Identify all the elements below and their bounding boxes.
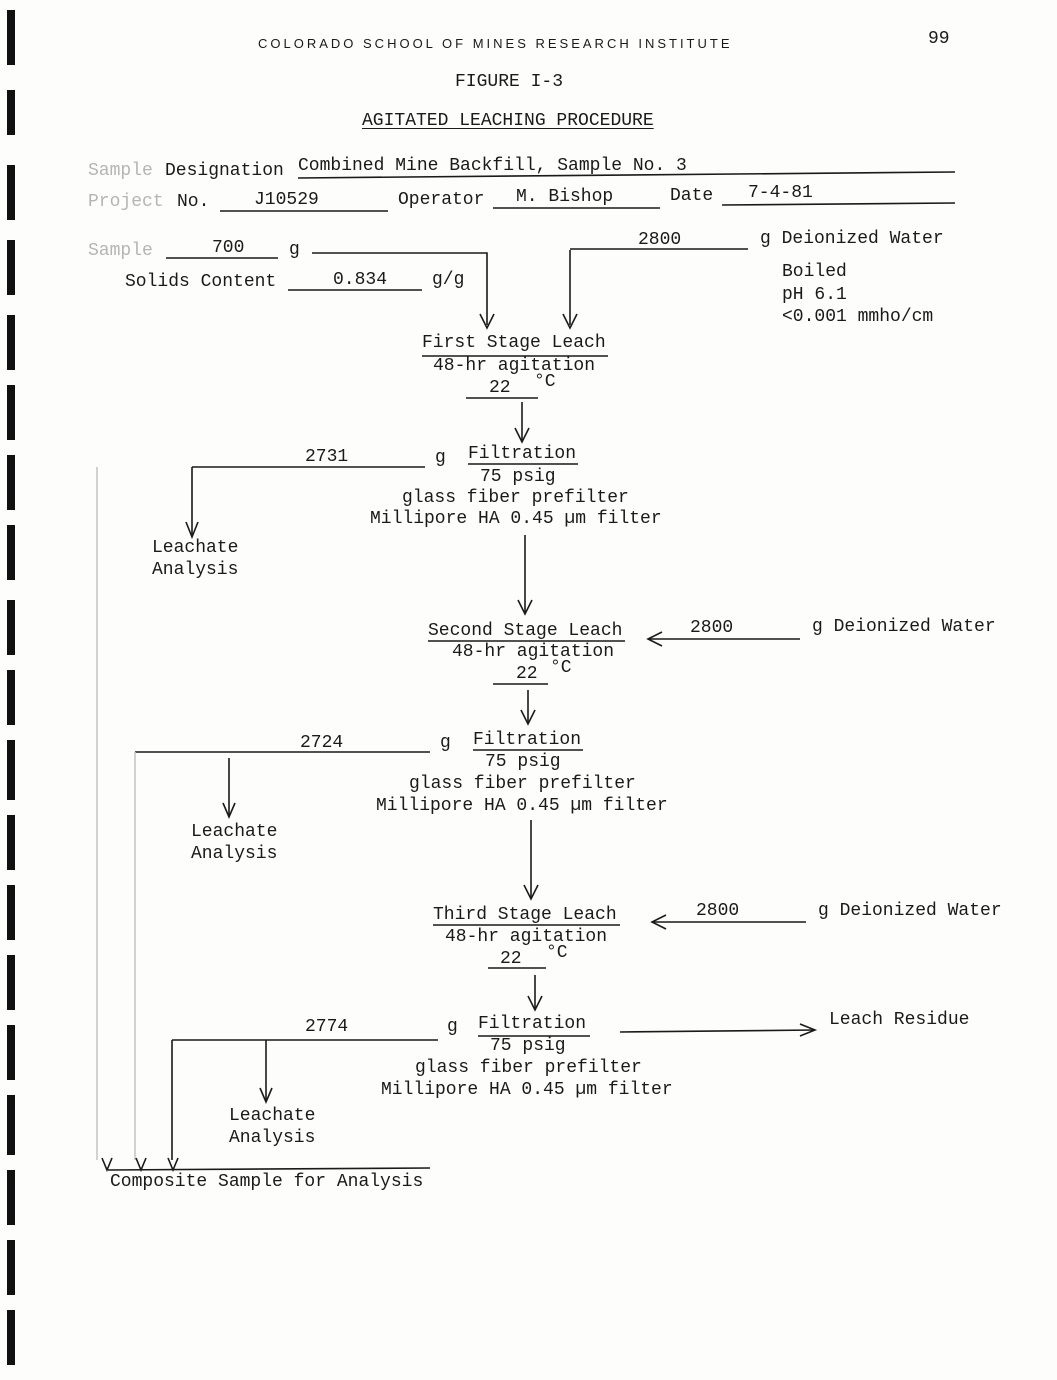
binding-mark — [7, 1025, 15, 1080]
filtration2-pressure: 75 psig — [485, 752, 561, 772]
filtration1-filter: Millipore HA 0.45 µm filter — [370, 509, 662, 529]
composite-sample: Composite Sample for Analysis — [110, 1172, 424, 1192]
stage2-agitation: 48-hr agitation — [452, 642, 615, 662]
stage3-temp-unit: °C — [546, 943, 568, 963]
binding-mark — [7, 1240, 15, 1295]
water-boiled: Boiled — [782, 262, 847, 282]
filtration2-filter: Millipore HA 0.45 µm filter — [376, 796, 668, 816]
filtration3-pressure: 75 psig — [490, 1036, 566, 1056]
stage2-water-mass: 2800 — [690, 618, 734, 638]
stage1-temp-unit: °C — [534, 372, 556, 392]
stage1-title: First Stage Leach — [422, 333, 606, 353]
sample-mass-unit: g — [289, 240, 300, 260]
binding-mark — [7, 525, 15, 580]
filtrate3-unit: g — [447, 1017, 458, 1037]
filtrate1-mass: 2731 — [305, 447, 349, 467]
sample-mass-label: Sample — [88, 241, 153, 261]
binding-mark — [7, 1170, 15, 1225]
stage1-agitation: 48-hr agitation — [433, 356, 596, 376]
binding-mark — [7, 10, 15, 65]
binding-mark — [7, 165, 15, 220]
water-mass: 2800 — [638, 230, 682, 250]
stage3-water-mass: 2800 — [696, 901, 740, 921]
designation-value: Combined Mine Backfill, Sample No. 3 — [298, 156, 687, 176]
filtrate1-unit: g — [435, 448, 446, 468]
leachate2-line2: Analysis — [191, 844, 278, 864]
stage1-temp: 22 — [489, 378, 511, 398]
binding-mark — [7, 740, 15, 800]
binding-mark — [7, 455, 15, 510]
operator-value: M. Bishop — [516, 187, 614, 207]
filtrate3-mass: 2774 — [305, 1017, 349, 1037]
stage2-water-label: g Deionized Water — [812, 617, 996, 637]
binding-mark — [7, 240, 15, 295]
binding-mark — [7, 385, 15, 440]
project-value: J10529 — [254, 190, 319, 210]
filtration2-title: Filtration — [473, 730, 582, 750]
solids-unit: g/g — [432, 270, 465, 290]
filtration2-prefilter: glass fiber prefilter — [409, 774, 636, 794]
water-ph: pH 6.1 — [782, 285, 847, 305]
solids-value: 0.834 — [333, 270, 388, 290]
stage2-temp: 22 — [516, 664, 538, 684]
leachate3-line2: Analysis — [229, 1128, 316, 1148]
water-conductivity: <0.001 mmho/cm — [782, 307, 934, 327]
binding-mark — [7, 600, 15, 655]
stage2-title: Second Stage Leach — [428, 621, 623, 641]
leach-residue: Leach Residue — [829, 1010, 970, 1030]
binding-mark — [7, 315, 15, 370]
filtration3-prefilter: glass fiber prefilter — [415, 1058, 642, 1078]
stage3-water-label: g Deionized Water — [818, 901, 1002, 921]
filtrate2-mass: 2724 — [300, 733, 344, 753]
leachate2-line1: Leachate — [191, 822, 278, 842]
figure-title: AGITATED LEACHING PROCEDURE — [362, 111, 654, 131]
water-label: g Deionized Water — [760, 229, 944, 249]
binding-mark — [7, 1310, 15, 1365]
project-no-label: No. — [177, 192, 210, 212]
designation-label: Designation — [165, 161, 284, 181]
filtration1-pressure: 75 psig — [480, 467, 556, 487]
leachate1-line1: Leachate — [152, 538, 239, 558]
institute-header: COLORADO SCHOOL OF MINES RESEARCH INSTIT… — [258, 36, 733, 51]
filtration1-prefilter: glass fiber prefilter — [402, 488, 629, 508]
date-label: Date — [670, 186, 714, 206]
sample-label: Sample — [88, 161, 153, 181]
date-value: 7-4-81 — [748, 183, 813, 203]
binding-mark — [7, 1095, 15, 1155]
leachate1-line2: Analysis — [152, 560, 239, 580]
project-label: Project — [88, 192, 164, 212]
stage3-temp: 22 — [500, 949, 522, 969]
operator-label: Operator — [398, 190, 485, 210]
solids-label: Solids Content — [125, 272, 277, 292]
binding-mark — [7, 670, 15, 725]
leachate3-line1: Leachate — [229, 1106, 316, 1126]
filtrate2-unit: g — [440, 733, 451, 753]
filtration1-title: Filtration — [468, 444, 577, 464]
stage3-title: Third Stage Leach — [433, 905, 617, 925]
stage3-agitation: 48-hr agitation — [445, 927, 608, 947]
stage2-temp-unit: °C — [550, 658, 572, 678]
figure-number: FIGURE I-3 — [455, 72, 564, 92]
page-number: 99 — [928, 29, 950, 49]
binding-mark — [7, 90, 15, 135]
binding-mark — [7, 815, 15, 870]
sample-mass-value: 700 — [212, 238, 245, 258]
binding-mark — [7, 885, 15, 940]
filtration3-filter: Millipore HA 0.45 µm filter — [381, 1080, 673, 1100]
filtration3-title: Filtration — [478, 1014, 587, 1034]
binding-mark — [7, 955, 15, 1010]
